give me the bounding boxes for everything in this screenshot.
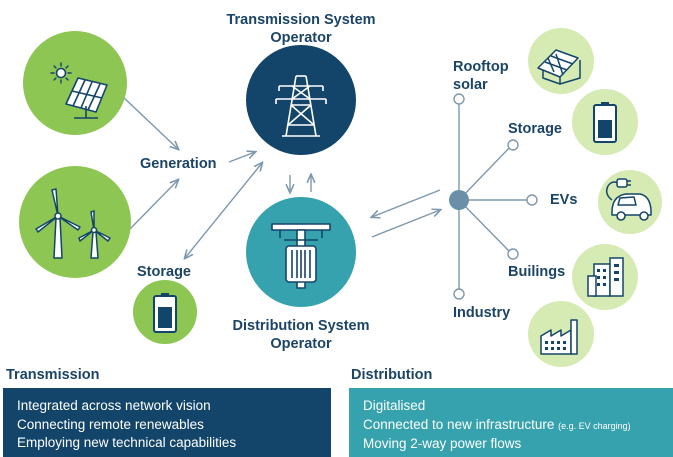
wind-to-generation-arrow xyxy=(128,180,178,231)
buildings-label: Builings xyxy=(508,264,566,280)
distribution-item-3: Moving 2-way power flows xyxy=(363,436,522,451)
distribution-item-2-note: (e.g. EV charging) xyxy=(558,420,631,431)
distribution-transformer-icon xyxy=(271,223,331,289)
evs-label: EVs xyxy=(550,192,578,208)
battery-icon xyxy=(153,293,177,333)
endpoint-buildings xyxy=(507,248,519,260)
tso-title: Transmission System Operator xyxy=(210,11,392,47)
storage-right-node xyxy=(572,89,638,155)
storage-left-label: Storage xyxy=(137,264,191,280)
hub-to-dso-arrow xyxy=(372,189,441,217)
distribution-hub xyxy=(449,190,469,210)
rooftop-solar-node xyxy=(528,28,594,94)
storage-node xyxy=(133,280,197,344)
solar-to-generation-arrow xyxy=(121,95,178,149)
spoke-buildings xyxy=(458,199,513,255)
storage-tso-arrow xyxy=(185,163,262,258)
house-solar-icon xyxy=(537,49,581,85)
industry-label: Industry xyxy=(453,305,511,321)
tso-node xyxy=(246,45,356,155)
rooftop-solar-label: Rooftop solar xyxy=(453,58,509,94)
rooftop-solar-line2: solar xyxy=(453,77,488,93)
tso-title-line2: Operator xyxy=(270,30,332,46)
endpoint-storage xyxy=(507,139,519,151)
distribution-item-2: Connected to new infrastructure (e.g. EV… xyxy=(363,416,673,436)
transmission-item-1: Integrated across network vision xyxy=(17,398,211,413)
tso-title-line1: Transmission System xyxy=(226,12,376,28)
storage-right-label: Storage xyxy=(508,121,562,137)
distribution-item-2-text: Connected to new infrastructure xyxy=(363,416,555,432)
distribution-box: Digitalised Connected to new infrastruct… xyxy=(349,388,673,457)
transmission-box: Integrated across network vision Connect… xyxy=(3,388,331,457)
hub-spokes xyxy=(458,99,530,294)
spoke-endpoints xyxy=(453,93,538,300)
generation-label: Generation xyxy=(140,156,217,172)
battery-icon xyxy=(593,102,617,143)
distribution-title: Distribution xyxy=(351,367,433,383)
solar-panel-icon xyxy=(50,62,108,119)
endpoint-industry xyxy=(453,288,465,300)
rooftop-solar-line1: Rooftop xyxy=(453,59,509,75)
evs-node xyxy=(598,170,662,234)
endpoint-rooftop xyxy=(453,93,465,105)
dso-to-hub-arrow xyxy=(371,210,440,238)
industry-node xyxy=(528,301,594,367)
transmission-tower-icon xyxy=(275,75,327,137)
spoke-storage xyxy=(458,144,513,201)
dso-title: Distribution System Operator xyxy=(210,317,392,353)
transmission-item-2: Connecting remote renewables xyxy=(17,416,204,432)
buildings-icon xyxy=(587,257,624,297)
transmission-title: Transmission xyxy=(6,367,100,383)
dso-title-line1: Distribution System xyxy=(232,318,370,334)
transmission-item-3: Employing new technical capabilities xyxy=(17,435,237,450)
wind-turbine-icon xyxy=(35,188,111,259)
dso-title-line2: Operator xyxy=(270,336,332,352)
generation-to-tso-arrow xyxy=(228,152,255,163)
dso-node xyxy=(246,197,356,307)
factory-icon xyxy=(540,319,578,355)
endpoint-evs xyxy=(526,194,538,206)
buildings-node xyxy=(572,244,638,310)
connector-arrows xyxy=(121,95,441,258)
solar-node xyxy=(23,31,127,135)
ev-charging-icon xyxy=(605,178,652,221)
wind-node xyxy=(19,166,131,278)
distribution-item-1: Digitalised xyxy=(363,398,426,413)
